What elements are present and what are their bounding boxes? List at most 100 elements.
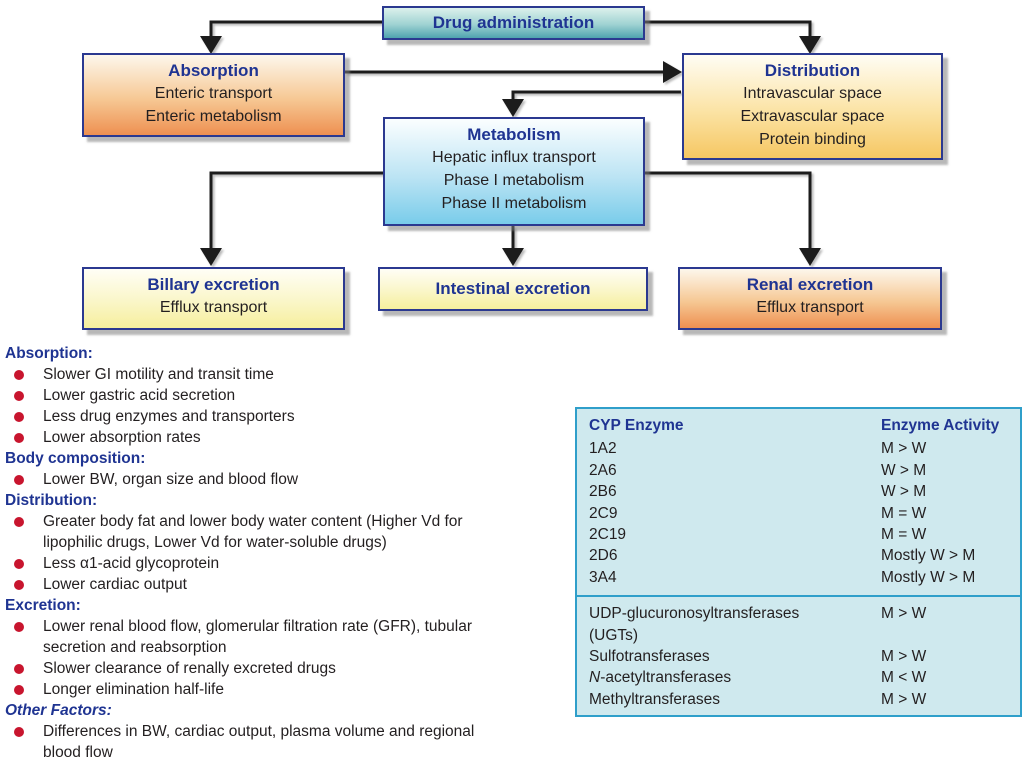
bullet-icon	[14, 580, 24, 590]
enzyme-cell: 2D6	[589, 547, 618, 565]
enzyme-cell: UDP-glucuronosyltransferases (UGTs)	[589, 605, 800, 644]
list-item-text: Slower clearance of renally excreted dru…	[43, 660, 336, 677]
list-item: Less drug enzymes and transporters	[5, 406, 491, 427]
table-row: 2D6 Mostly W > M	[589, 545, 1008, 566]
column-header-enzyme: CYP Enzyme	[589, 417, 684, 434]
table-row: 3A4 Mostly W > M	[589, 567, 1008, 588]
bullet-icon	[14, 370, 24, 380]
enzyme-cell: 2C9	[589, 504, 618, 522]
bullet-icon	[14, 727, 24, 737]
list-item-text: Less drug enzymes and transporters	[43, 408, 295, 425]
list-item: Slower GI motility and transit time	[5, 364, 491, 385]
node-line: Efflux transport	[756, 299, 864, 316]
enzyme-cell: N-acetyltransferases	[589, 667, 881, 688]
node-line: Intravascular space	[743, 85, 882, 102]
bullet-icon	[14, 622, 24, 632]
bullet-icon	[14, 685, 24, 695]
list-item: Differences in BW, cardiac output, plasm…	[5, 721, 491, 763]
table-row: 2C19 M = W	[589, 524, 1008, 545]
activity-cell: W > M	[881, 461, 927, 479]
list-item-text: Lower cardiac output	[43, 576, 187, 593]
list-item: Greater body fat and lower body water co…	[5, 511, 491, 553]
enzyme-cell: 2B6	[589, 483, 617, 501]
list-item: Lower absorption rates	[5, 427, 491, 448]
list-item-text: Greater body fat and lower body water co…	[43, 513, 463, 551]
arrowhead-icon	[200, 248, 222, 266]
activity-cell: M > W	[881, 648, 927, 666]
arrow-da-to-absorption	[209, 20, 383, 37]
node-drug-administration: Drug administration	[382, 6, 645, 40]
list-item: Lower BW, organ size and blood flow	[5, 469, 491, 490]
cyp-enzyme-section: CYP Enzyme Enzyme Activity 1A2 M > W 2A6…	[577, 409, 1020, 598]
table-row: UDP-glucuronosyltransferases (UGTs) M > …	[589, 603, 1008, 646]
list-item: Less α1-acid glycoprotein	[5, 553, 491, 574]
list-item: Lower renal blood flow, glomerular filtr…	[5, 616, 491, 658]
conjugation-enzyme-section: UDP-glucuronosyltransferases (UGTs) M > …	[577, 597, 1020, 717]
node-intestinal-excretion: Intestinal excretion	[378, 267, 648, 311]
node-line: Hepatic influx transport	[432, 149, 596, 166]
arrow-metabolism-to-billary	[209, 171, 384, 249]
notes-list: Absorption: Slower GI motility and trans…	[5, 343, 491, 763]
activity-cell: M < W	[881, 669, 927, 687]
list-item-text: Lower renal blood flow, glomerular filtr…	[43, 618, 473, 656]
node-line: Enteric transport	[154, 85, 273, 102]
node-line: Efflux transport	[159, 299, 268, 316]
list-item: Longer elimination half-life	[5, 679, 491, 700]
arrowhead-icon	[502, 99, 524, 117]
bullet-icon	[14, 517, 24, 527]
enzyme-cell-italic-prefix: N	[589, 669, 601, 687]
section-heading-distribution: Distribution:	[5, 492, 98, 509]
enzyme-cell: 1A2	[589, 440, 617, 458]
list-item-text: Lower absorption rates	[43, 429, 201, 446]
activity-cell: M = W	[881, 526, 927, 544]
bullet-icon	[14, 664, 24, 674]
node-line: Extravascular space	[740, 108, 885, 125]
arrowhead-icon	[200, 36, 222, 54]
bullet-icon	[14, 559, 24, 569]
enzyme-cell: Methyltransferases	[589, 690, 720, 708]
list-item: Slower clearance of renally excreted dru…	[5, 658, 491, 679]
node-title: Metabolism	[467, 125, 561, 144]
list-item: Lower gastric acid secretion	[5, 385, 491, 406]
list-item-text: Lower gastric acid secretion	[43, 387, 236, 404]
table-row: 2A6 W > M	[589, 460, 1008, 481]
node-line: Protein binding	[759, 131, 866, 148]
column-header-activity: Enzyme Activity	[881, 417, 1000, 434]
arrow-da-to-distribution	[644, 20, 812, 37]
section-heading-body-composition: Body composition:	[5, 450, 146, 467]
table-row: Sulfotransferases M > W	[589, 646, 1008, 667]
activity-cell: M > W	[881, 690, 927, 708]
node-title: Intestinal excretion	[435, 279, 591, 298]
list-item-text: Lower BW, organ size and blood flow	[43, 471, 299, 488]
bullet-icon	[14, 433, 24, 443]
bullet-icon	[14, 412, 24, 422]
arrow-distribution-to-metabolism	[511, 90, 681, 100]
node-line: Phase I metabolism	[443, 172, 585, 189]
enzyme-table: CYP Enzyme Enzyme Activity 1A2 M > W 2A6…	[575, 407, 1022, 717]
arrow-metabolism-to-renal	[644, 171, 812, 249]
node-title: Drug administration	[432, 13, 595, 32]
activity-cell: M > W	[881, 605, 927, 623]
arrowhead-icon	[799, 36, 821, 54]
table-header-row: CYP Enzyme Enzyme Activity	[589, 415, 1008, 438]
activity-cell: M = W	[881, 504, 927, 522]
enzyme-cell-rest: -acetyltransferases	[600, 669, 732, 687]
arrowhead-icon	[799, 248, 821, 266]
bullet-icon	[14, 475, 24, 485]
node-renal-excretion: Renal excretion Efflux transport	[678, 267, 942, 330]
list-item-text: Differences in BW, cardiac output, plasm…	[43, 723, 475, 761]
table-row: 2B6 W > M	[589, 481, 1008, 502]
section-heading-other-factors: Other Factors:	[5, 702, 112, 719]
node-absorption: Absorption Enteric transport Enteric met…	[82, 53, 345, 137]
activity-cell: Mostly W > M	[881, 547, 976, 565]
table-row: 1A2 M > W	[589, 438, 1008, 459]
node-line: Phase II metabolism	[441, 195, 587, 212]
section-heading-excretion: Excretion:	[5, 597, 81, 614]
node-title: Renal excretion	[746, 275, 874, 294]
list-item-text: Slower GI motility and transit time	[43, 366, 274, 383]
section-heading-absorption: Absorption:	[5, 345, 93, 362]
table-row: 2C9 M = W	[589, 503, 1008, 524]
node-distribution: Distribution Intravascular space Extrava…	[682, 53, 943, 160]
